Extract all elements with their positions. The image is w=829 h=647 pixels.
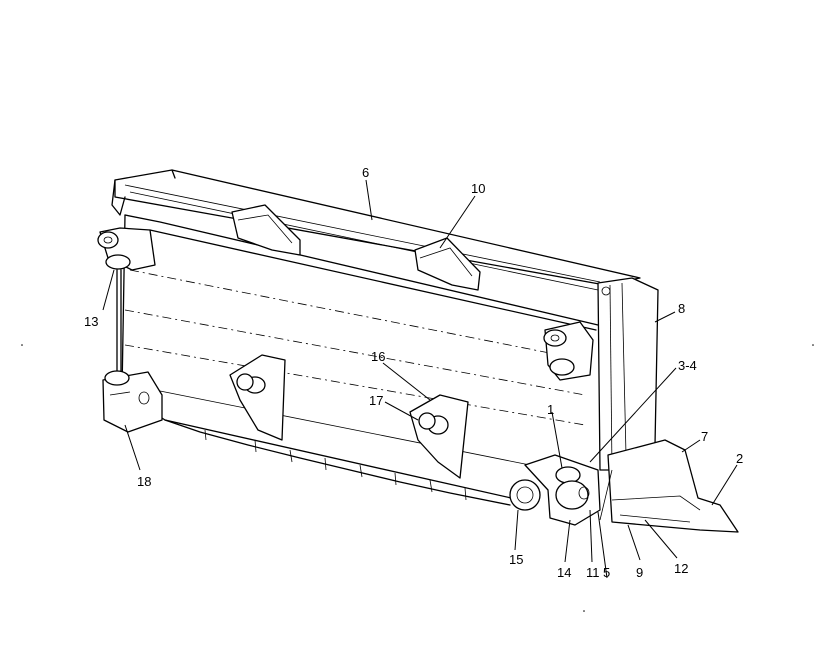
callout-9: 9 bbox=[636, 565, 643, 580]
callout-6: 6 bbox=[362, 165, 369, 180]
callout-12: 12 bbox=[674, 561, 688, 576]
callout-18: 18 bbox=[137, 474, 151, 489]
callout-2: 2 bbox=[736, 451, 743, 466]
right-trunnion bbox=[509, 454, 601, 526]
brace-bracket-right bbox=[409, 394, 469, 479]
callout-17: 17 bbox=[369, 393, 383, 408]
callout-1: 1 bbox=[547, 402, 554, 417]
callout-8: 8 bbox=[678, 301, 685, 316]
brace-bracket-left bbox=[229, 354, 286, 441]
scan-dots bbox=[21, 344, 814, 612]
left-trunnion bbox=[102, 370, 163, 433]
blade-face bbox=[121, 214, 599, 501]
callout-labels: 6 10 13 18 8 3-4 7 2 1 16 17 15 14 11 5 … bbox=[84, 165, 743, 580]
end-bit bbox=[599, 439, 739, 533]
callout-5: 5 bbox=[603, 565, 610, 580]
callout-14: 14 bbox=[557, 565, 571, 580]
bottom-cutting-edge bbox=[164, 419, 511, 506]
left-upper-pivot bbox=[97, 227, 156, 373]
callout-3-4: 3-4 bbox=[678, 358, 697, 373]
leader-lines bbox=[102, 179, 738, 579]
callout-15: 15 bbox=[509, 552, 523, 567]
callout-7: 7 bbox=[701, 429, 708, 444]
callout-13: 13 bbox=[84, 314, 98, 329]
callout-11: 11 bbox=[586, 565, 600, 580]
callout-16: 16 bbox=[371, 349, 385, 364]
callout-10: 10 bbox=[471, 181, 485, 196]
right-end-plate bbox=[597, 277, 659, 471]
top-mount-right bbox=[414, 237, 481, 291]
top-mount-left bbox=[231, 204, 301, 256]
right-upper-pivot bbox=[543, 321, 594, 381]
